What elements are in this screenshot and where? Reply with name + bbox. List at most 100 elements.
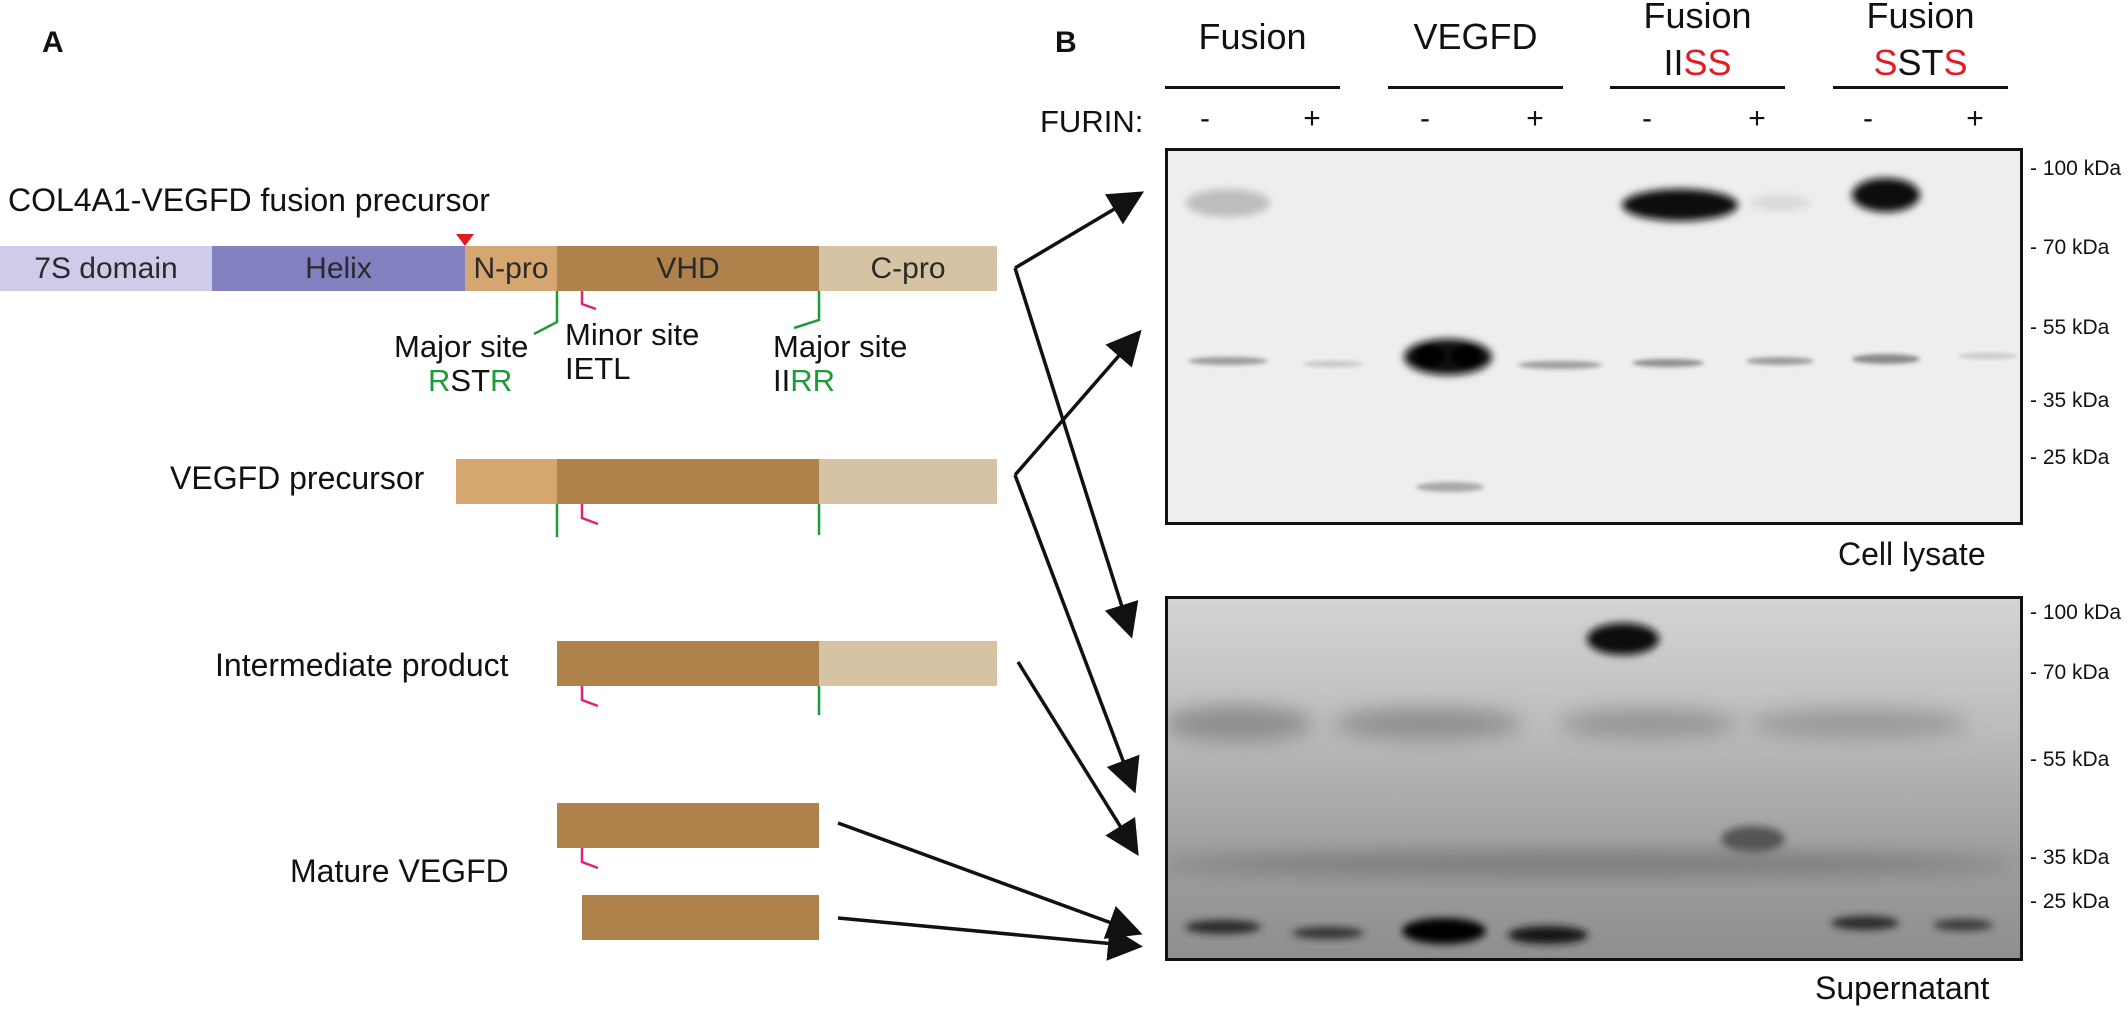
mw-marker-lysate: - 70 kDa bbox=[2030, 236, 2110, 259]
band bbox=[1186, 189, 1270, 217]
mw-marker-supernatant: - 35 kDa bbox=[2030, 846, 2110, 869]
segment-n-pro bbox=[456, 459, 557, 504]
arrow-precursor-supernatant bbox=[1013, 474, 1140, 794]
segment-7s-domain: 7S domain bbox=[0, 246, 212, 291]
band bbox=[1188, 357, 1268, 365]
mw-marker-supernatant: - 70 kDa bbox=[2030, 661, 2110, 684]
arrow-mature-long bbox=[837, 821, 1143, 939]
band bbox=[1632, 359, 1704, 367]
arrow-precursor-lysate bbox=[1013, 329, 1142, 477]
supernatant-background bbox=[1168, 599, 2020, 958]
band bbox=[1508, 926, 1588, 944]
cell-lysate-bands bbox=[1186, 178, 2018, 492]
seq-residue: RR bbox=[790, 363, 836, 398]
mw-value: 35 kDa bbox=[2042, 846, 2110, 869]
group-title-fusion-iiss: Fusion bbox=[1643, 0, 1752, 36]
major-site-1-tick bbox=[533, 291, 559, 336]
lane-sign: - bbox=[1642, 102, 1652, 135]
band bbox=[1185, 920, 1261, 934]
supernatant-bands bbox=[1168, 599, 2020, 958]
precursor-minor-site-tick bbox=[580, 504, 599, 526]
seq-residue: II bbox=[773, 363, 791, 398]
segment-c-pro bbox=[819, 459, 997, 504]
band bbox=[1452, 346, 1480, 366]
arrow-fusion-precursor bbox=[1014, 191, 1145, 270]
mw-value: 55 kDa bbox=[2042, 748, 2110, 771]
segment-helix: Helix bbox=[212, 246, 465, 291]
segment-vhd bbox=[557, 641, 819, 686]
mature-vegfd-label: Mature VEGFD bbox=[290, 853, 509, 889]
segment-n-pro: N-pro bbox=[465, 246, 557, 291]
band bbox=[1622, 189, 1738, 221]
mw-marker-supernatant: - 25 kDa bbox=[2030, 890, 2110, 913]
band bbox=[1402, 918, 1486, 944]
band bbox=[1587, 623, 1659, 655]
mw-value: 55 kDa bbox=[2042, 316, 2110, 339]
lane-sign: + bbox=[1526, 102, 1544, 135]
band bbox=[1748, 709, 1968, 739]
band bbox=[1416, 346, 1444, 366]
seq-residue: S bbox=[1943, 42, 1968, 83]
lane-sign: - bbox=[1863, 102, 1873, 135]
lane-sign: + bbox=[1748, 102, 1766, 135]
supernatant-caption: Supernatant bbox=[1815, 970, 1990, 1006]
mw-marker-lysate: - 35 kDa bbox=[2030, 389, 2110, 412]
band bbox=[1292, 927, 1364, 939]
mw-value: 100 kDa bbox=[2042, 601, 2122, 624]
segment-c-pro bbox=[819, 641, 997, 686]
mature-vegfd-short-bar bbox=[582, 895, 819, 940]
seq-residue: R bbox=[490, 363, 513, 398]
group-title-fusion-ssts: Fusion bbox=[1866, 0, 1975, 36]
mature-minor-site-tick bbox=[580, 848, 599, 870]
supernatant-blot bbox=[1165, 596, 2023, 961]
minor-site-title: Minor site bbox=[565, 317, 700, 352]
mw-value: 70 kDa bbox=[2042, 661, 2110, 684]
segment-c-pro: C-pro bbox=[819, 246, 997, 291]
lane-sign: + bbox=[1966, 102, 1984, 135]
seq-residue: SS bbox=[1683, 42, 1732, 83]
band bbox=[1721, 826, 1785, 852]
seq-residue: ST bbox=[450, 363, 491, 398]
mw-marker-supernatant: - 100 kDa bbox=[2030, 601, 2122, 624]
seq-residue: ST bbox=[1897, 42, 1944, 83]
band bbox=[1558, 709, 1738, 739]
mw-marker-lysate: - 55 kDa bbox=[2030, 316, 2110, 339]
cell-lysate-caption: Cell lysate bbox=[1838, 536, 1986, 572]
band bbox=[1750, 195, 1810, 211]
major-site-2-sequence: IIRR bbox=[773, 364, 835, 398]
band bbox=[1746, 357, 1814, 365]
major-site-1-title: Major site bbox=[394, 329, 529, 364]
band bbox=[1831, 916, 1899, 930]
intermediate-product-label: Intermediate product bbox=[215, 647, 509, 683]
mw-value: 25 kDa bbox=[2042, 446, 2110, 469]
furin-label: FURIN: bbox=[1040, 104, 1144, 139]
group-underline bbox=[1165, 86, 1340, 89]
mw-value: 25 kDa bbox=[2042, 890, 2110, 913]
group-underline bbox=[1388, 86, 1563, 89]
intermediate-minor-site-tick bbox=[580, 686, 599, 708]
segment-vhd bbox=[557, 459, 819, 504]
band bbox=[1852, 354, 1920, 364]
mw-value: 100 kDa bbox=[2042, 157, 2122, 180]
group-subtitle-ssts: SSTS bbox=[1833, 42, 2008, 84]
band bbox=[1168, 706, 1313, 742]
band bbox=[1333, 708, 1523, 740]
panel-b-letter: B bbox=[1055, 26, 1077, 59]
band bbox=[1168, 852, 2018, 876]
lane-sign: + bbox=[1303, 102, 1321, 135]
segment-vhd: VHD bbox=[557, 246, 819, 291]
major-site-1-sequence: RSTR bbox=[428, 364, 512, 398]
lane-sign: - bbox=[1420, 102, 1430, 135]
major-site-2-tick bbox=[793, 291, 821, 330]
cleavage-marker-icon bbox=[456, 234, 474, 246]
group-underline bbox=[1833, 86, 2008, 89]
band bbox=[1303, 361, 1363, 367]
lane-sign: - bbox=[1200, 102, 1210, 135]
group-title-fusion: Fusion bbox=[1198, 16, 1307, 57]
band bbox=[1933, 919, 1993, 931]
panel-a-letter: A bbox=[42, 26, 64, 59]
mw-marker-supernatant: - 55 kDa bbox=[2030, 748, 2110, 771]
seq-residue: S bbox=[1873, 42, 1898, 83]
group-title-vegfd: VEGFD bbox=[1413, 16, 1538, 57]
